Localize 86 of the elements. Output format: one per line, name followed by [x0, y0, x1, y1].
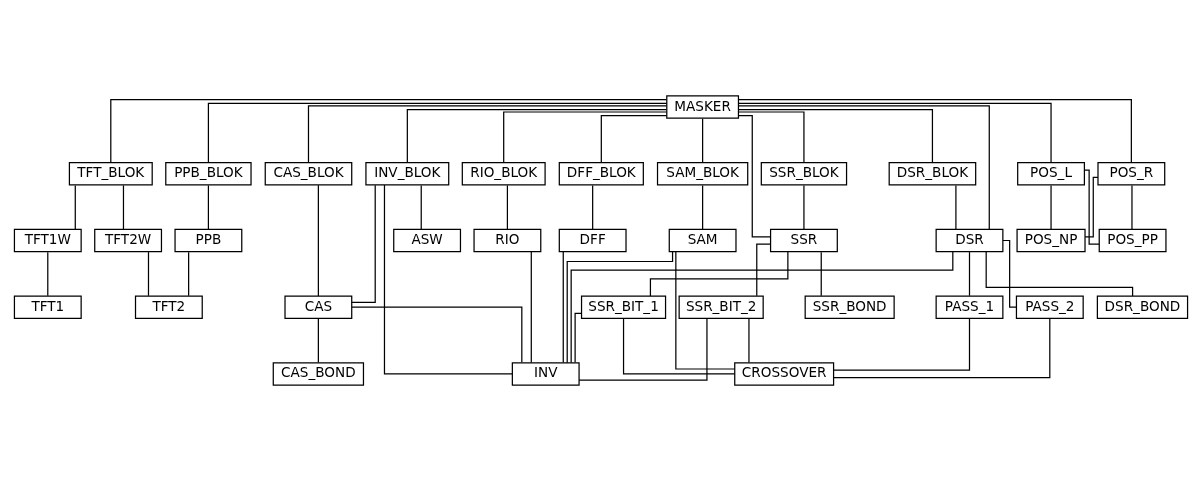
node-box: DSR_BLOK: [888, 161, 977, 185]
node-box: PASS_2: [1015, 295, 1084, 319]
connector: [207, 102, 668, 163]
connector: [833, 317, 971, 371]
node-box: SAM: [668, 228, 737, 252]
node-box: DFF_BLOK: [558, 161, 644, 185]
node-box: POS_NP: [1016, 228, 1086, 252]
node-box: MASKER: [666, 94, 740, 119]
connector: [147, 251, 150, 296]
connector: [1083, 168, 1100, 245]
connector: [506, 184, 509, 230]
connector: [702, 184, 704, 230]
connector: [600, 114, 668, 163]
connector: [307, 104, 668, 163]
connector: [738, 114, 771, 237]
connector: [985, 250, 1134, 297]
connector: [351, 306, 523, 363]
connector: [574, 312, 583, 363]
node-box: PPB_BLOK: [165, 161, 252, 185]
connector: [738, 110, 805, 163]
connector: [110, 98, 668, 163]
node-box: RIO_BLOK: [461, 161, 546, 185]
node-box: DFF: [558, 228, 627, 252]
node-box: POS_R: [1097, 161, 1166, 185]
node-box: CAS_BLOK: [264, 161, 353, 185]
connector: [351, 184, 376, 303]
node-box: SSR_BIT_1: [580, 295, 667, 319]
node-box: INV: [511, 361, 580, 386]
node-box: DSR_BOND: [1096, 295, 1189, 319]
connector: [188, 251, 190, 296]
connector: [530, 250, 532, 363]
connector: [1131, 184, 1133, 230]
node-box: TFT2W: [94, 228, 163, 252]
node-box: DSR: [935, 228, 1004, 252]
connector: [592, 184, 594, 230]
node-box: ASW: [393, 228, 462, 252]
connector: [968, 251, 971, 296]
connector: [738, 98, 1132, 163]
connector: [578, 317, 708, 381]
node-box: SSR_BLOK: [760, 161, 848, 185]
node-box: PASS_1: [935, 295, 1004, 319]
connector: [738, 104, 990, 230]
connector: [47, 251, 49, 296]
node-box: CAS: [284, 295, 353, 319]
connector: [74, 184, 76, 230]
connector: [1050, 184, 1052, 230]
connector: [833, 317, 1051, 378]
connector: [317, 317, 319, 363]
connector: [649, 250, 789, 297]
node-box: SAM_BLOK: [656, 161, 749, 185]
connector: [622, 317, 736, 375]
node-box: SSR: [769, 228, 838, 252]
connector: [756, 243, 771, 296]
connector: [737, 108, 934, 163]
node-box: TFT1W: [13, 228, 82, 252]
node-box: PPB: [174, 228, 243, 252]
connector: [566, 250, 674, 363]
connector: [1002, 239, 1017, 308]
connector: [317, 184, 319, 296]
connector: [803, 184, 805, 230]
node-box: SSR_BIT_2: [678, 295, 764, 319]
node-box: TFT2: [134, 295, 203, 319]
node-box: POS_L: [1017, 161, 1085, 185]
node-box: TFT_BLOK: [68, 161, 153, 185]
connector: [820, 251, 822, 296]
node-box: RIO: [473, 228, 542, 252]
node-box: SSR_BOND: [804, 295, 895, 319]
connector: [748, 317, 750, 363]
connector: [1084, 176, 1099, 237]
connector: [122, 184, 125, 230]
connector: [570, 250, 954, 363]
connector: [406, 108, 668, 163]
connector: [702, 117, 704, 163]
node-box: CAS_BOND: [272, 361, 365, 386]
connector: [383, 184, 513, 375]
node-box: TFT1: [13, 295, 82, 319]
connector: [675, 250, 736, 370]
connector: [420, 184, 422, 230]
node-box: POS_PP: [1098, 228, 1167, 252]
node-box: CROSSOVER: [734, 361, 835, 386]
connector: [207, 184, 210, 230]
node-box: INV_BLOK: [365, 161, 450, 185]
connector: [562, 250, 564, 363]
connector: [955, 184, 957, 230]
connector: [738, 102, 1052, 163]
connector: [503, 110, 668, 163]
